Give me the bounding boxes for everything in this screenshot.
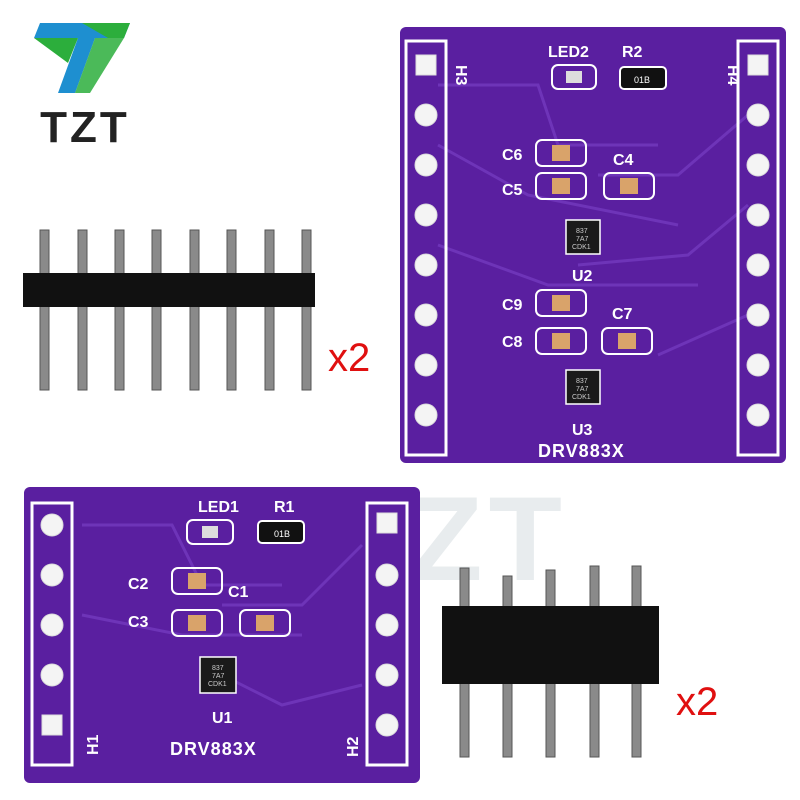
chip-marking-u2-line2: 7A7	[576, 236, 589, 243]
chip-marking-u2-line1: 837	[576, 228, 588, 235]
header-label-h1: H1	[85, 734, 102, 755]
label-c5: C5	[502, 182, 523, 199]
label-c2: C2	[128, 576, 149, 593]
pcb-board-large: H3 H4 LED2 R2 01B C6 C4 C5 U2 C9 C7 C8 U…	[398, 25, 788, 465]
header-label-h2: H2	[345, 736, 362, 757]
chip-marking-u3-line3: CDK1	[572, 394, 591, 401]
label-r1: R1	[274, 499, 295, 516]
brand-name: TZT	[40, 103, 130, 152]
label-c4: C4	[613, 152, 634, 169]
board-name-large: DRV883X	[538, 441, 625, 461]
brand-logo	[20, 8, 150, 98]
label-c8: C8	[502, 334, 523, 351]
chip-marking-u1-line1: 837	[212, 665, 224, 672]
resistor-code-r1: 01B	[274, 529, 290, 539]
chip-marking-u3-line2: 7A7	[576, 386, 589, 393]
label-led2: LED2	[548, 44, 589, 61]
label-c1: C1	[228, 584, 249, 601]
chip-marking-u1-line2: 7A7	[212, 673, 225, 680]
tzt-logo-icon	[34, 23, 130, 93]
pin-header-8	[18, 225, 318, 395]
header-label-h3: H3	[452, 65, 469, 86]
label-c6: C6	[502, 147, 523, 164]
quantity-label-5pin: x2	[676, 680, 719, 724]
label-u2: U2	[572, 268, 593, 285]
label-c3: C3	[128, 614, 149, 631]
quantity-label-8pin: x2	[328, 336, 371, 380]
label-u3: U3	[572, 422, 593, 439]
chip-marking-u1-line3: CDK1	[208, 681, 227, 688]
pcb-board-small: H1 H2 LED1 R1 01B C2 C1 C3 U1 837 7A7 CD…	[22, 485, 422, 785]
label-led1: LED1	[198, 499, 239, 516]
label-c7: C7	[612, 306, 633, 323]
label-c9: C9	[502, 297, 523, 314]
header-label-h4: H4	[724, 65, 741, 86]
pin-header-5	[440, 562, 670, 762]
board-name-small: DRV883X	[170, 739, 257, 759]
resistor-code-r2: 01B	[634, 75, 650, 85]
label-u1: U1	[212, 710, 233, 727]
chip-marking-u3-line1: 837	[576, 378, 588, 385]
chip-marking-u2-line3: CDK1	[572, 244, 591, 251]
label-r2: R2	[622, 44, 643, 61]
